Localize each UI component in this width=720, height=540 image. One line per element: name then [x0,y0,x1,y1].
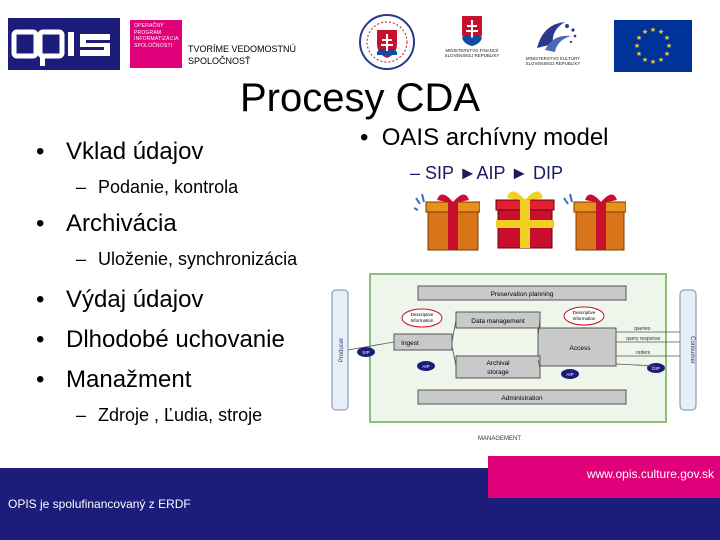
consumer-label: Consumer [689,336,695,364]
preservation-planning-box: Preservation planning [491,291,554,298]
ingest-box: Ingest [401,340,419,347]
svg-text:★: ★ [664,50,670,58]
ministry-culture-line: SLOVENSKEJ REPUBLIKY [525,61,581,66]
oais-packages: – SIP ►AIP ► DIP [410,163,564,183]
sub-bullet-label: Podanie, kontrola [98,177,239,197]
svg-text:★: ★ [636,50,642,58]
slide-title: Procesy CDA [239,76,481,120]
svg-text:★: ★ [650,26,656,34]
query-response-label: query response [626,336,661,342]
queries-label: queries [634,326,651,332]
bullet-output: • Výdaj údajov [36,286,203,314]
dash-marker: – [76,405,87,425]
oais-diagram: Producer Consumer Preservation planning … [331,273,697,442]
culture-swirl-icon [537,22,577,52]
aip-label: AIP [422,364,429,369]
svg-text:★: ★ [642,56,648,64]
svg-text:★: ★ [634,42,640,50]
descriptive-info-right: Descriptive [573,310,596,315]
dash-marker: – [76,249,87,269]
bullet-archiving: • Archivácia [36,210,177,238]
oais-bullet: • OAIS archívny model [360,124,609,152]
footer-pink-band [488,456,720,498]
sub-bullet-archiving: –Uloženie, synchronizácia [76,248,297,270]
bullet-label: Manažment [66,366,192,393]
tagline-line: TVORÍME VEDOMOSTNÚ [188,44,297,54]
eu-flag-icon: ★ ★ ★ ★ ★ ★ ★ ★ ★ ★ ★ ★ [614,20,692,72]
program-line: PROGRAM [134,29,162,36]
descriptive-info-right: Information [573,316,596,321]
slovak-coat-of-arms-icon [462,16,482,46]
opis-wordmark [8,18,120,70]
management-label: MANAGEMENT [478,436,521,442]
program-line: SPOLOČNOSTI [134,42,173,49]
access-box: Access [570,345,592,352]
orders-label: orders [636,350,651,356]
producer-label: Producer [339,338,345,362]
archival-storage-box: storage [487,369,509,376]
bullet-dot: • [360,124,382,151]
data-management-box: Data management [471,318,525,325]
sub-bullet-management: –Zdroje , Ľudia, stroje [76,404,262,426]
slovak-seal-icon [359,14,415,70]
bullet-dot: • [36,286,45,313]
bullet-label: Vklad údajov [66,138,204,165]
gift-box-icon [414,193,480,251]
ministry-culture-line: MINISTERSTVO KULTÚRY [525,56,581,61]
erdf-note: OPIS je spolufinancovaný z ERDF [8,497,191,511]
bullet-dot: • [36,138,45,165]
program-line: INFORMATIZÁCIA [134,36,179,43]
sub-bullet-label: Uloženie, synchronizácia [98,249,298,269]
gift-box-icon [495,191,555,249]
ministry-finance-line: SLOVENSKEJ REPUBLIKY [444,53,500,58]
bullet-dot: • [36,326,45,353]
sub-bullet-label: Zdroje , Ľudia, stroje [98,405,263,425]
bullet-deposit: • Vklad údajov [36,138,203,166]
descriptive-info-left: Descriptive [411,312,434,317]
administration-box: Administration [501,395,543,402]
bullet-label: Výdaj údajov [66,286,204,313]
svg-text:★: ★ [658,56,664,64]
svg-text:★: ★ [642,28,648,36]
gift-box-icon [563,193,626,251]
aip-label: AIP [566,372,573,377]
sub-bullet-deposit: –Podanie, kontrola [76,176,238,198]
bullet-dot: • [36,366,45,393]
svg-text:★: ★ [636,34,642,42]
program-line: OPERAČNÝ [134,23,164,29]
bullet-dot: • [36,210,45,237]
program-label: OPERAČNÝ PROGRAM INFORMATIZÁCIA SPOLOČNO… [130,20,182,68]
ministry-culture-logo: MINISTERSTVO KULTÚRY SLOVENSKEJ REPUBLIK… [515,18,591,72]
bullet-management: • Manažment [36,366,191,394]
archival-storage-box: Archival [486,360,510,367]
tagline-line: SPOLOČNOSŤ [188,56,251,66]
svg-text:★: ★ [658,28,664,36]
tagline: TVORÍME VEDOMOSTNÚ SPOLOČNOSŤ [188,43,296,67]
dip-label: DIP [652,366,660,371]
svg-text:★: ★ [650,58,656,66]
sip-label: SIP [362,350,369,355]
oais-label: OAIS archívny model [381,124,609,151]
opis-logo: OPERAČNÝ PROGRAM INFORMATIZÁCIA SPOLOČNO… [8,18,182,70]
dash-marker: – [76,177,87,197]
ministry-finance-logo: MINISTERSTVO FINANCIÍ SLOVENSKEJ REPUBLI… [440,14,504,72]
svg-text:★: ★ [664,34,670,42]
bullet-label: Archivácia [66,210,177,237]
bullet-preservation: • Dlhodobé uchovanie [36,326,285,354]
ministry-finance-line: MINISTERSTVO FINANCIÍ [445,48,499,53]
website-link[interactable]: www.opis.culture.gov.sk [586,467,714,481]
svg-text:★: ★ [666,42,672,50]
descriptive-info-left: Information [411,318,434,323]
bullet-label: Dlhodobé uchovanie [66,326,285,353]
